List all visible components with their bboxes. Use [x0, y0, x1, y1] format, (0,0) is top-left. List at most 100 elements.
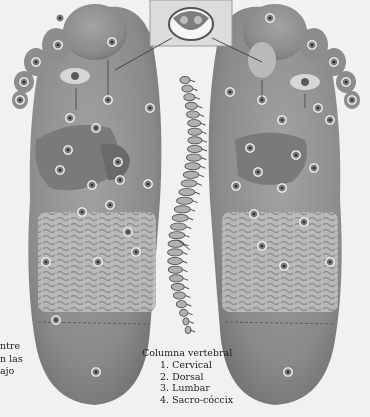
reflex-point-center — [295, 154, 298, 157]
reflex-point-center — [69, 117, 72, 120]
reflex-point-center — [67, 149, 70, 152]
reflex-point-center — [57, 44, 60, 47]
reflex-point-center — [97, 261, 100, 264]
vertebra-process — [195, 97, 200, 99]
reflex-point-center — [311, 44, 314, 47]
reflex-point-center — [95, 371, 98, 374]
cropped-line-1: ntre — [0, 341, 23, 354]
vertebra — [168, 249, 183, 256]
reflex-point-center — [303, 221, 306, 224]
spine-illustration — [168, 76, 208, 333]
vertebra-process — [183, 278, 188, 280]
vertebra-process — [201, 123, 206, 125]
cropped-line-3: ajo — [0, 366, 23, 379]
vertebra — [170, 275, 184, 282]
vertebra — [171, 283, 184, 290]
spine-legend-title: Columna vertebral — [142, 348, 232, 359]
cropped-line-2: n las — [0, 354, 23, 367]
reflex-point-center — [59, 17, 62, 20]
reflex-point-center — [81, 211, 84, 214]
reflex-point-center — [127, 231, 130, 234]
vertebra-process — [199, 175, 204, 177]
vertebra-process — [183, 252, 188, 254]
vertebra-process — [185, 235, 190, 237]
reflex-point-center — [91, 184, 94, 187]
reflex-point-center — [107, 99, 110, 102]
vertebra — [177, 197, 193, 204]
spine-legend-item: 1. Cervical — [160, 360, 233, 372]
vertebra-process — [190, 80, 195, 82]
vertebra — [185, 163, 200, 170]
reflex-point-center — [345, 81, 348, 84]
reflex-point-center — [19, 99, 22, 102]
vertebra-process — [185, 296, 190, 298]
vertebra — [187, 111, 200, 118]
reflex-point-center — [329, 119, 332, 122]
vertebra-process — [188, 313, 193, 315]
reflex-point-center — [109, 204, 112, 207]
cropped-side-caption: ntre n las ajo — [0, 341, 23, 379]
vertebra-process — [193, 89, 198, 91]
spine-legend-item: 4. Sacro-cóccix — [160, 395, 233, 407]
vertebra — [182, 85, 193, 92]
reflex-point-center — [257, 171, 260, 174]
vertebra-process — [190, 209, 195, 211]
vertebra — [180, 76, 190, 83]
vertebra-process — [197, 106, 202, 108]
spine-legend-item: 3. Lumbar — [160, 383, 233, 395]
vertebra — [188, 120, 201, 127]
reflex-point-center — [147, 183, 150, 186]
reflex-point-center — [35, 61, 38, 64]
vertebra-process — [200, 166, 205, 168]
reflex-point-center — [135, 251, 138, 254]
vertebra — [168, 257, 183, 264]
vertebra — [181, 180, 197, 187]
reflex-point-center — [23, 81, 26, 84]
right-intestine-zone — [222, 212, 338, 312]
reflex-point-center — [229, 91, 232, 94]
vertebra — [168, 266, 182, 273]
vertebra-process — [202, 149, 207, 151]
vertebra-process — [184, 287, 189, 289]
vertebra — [174, 206, 190, 213]
reflex-point-center — [269, 17, 272, 20]
vertebra-process — [183, 270, 188, 272]
vertebra — [187, 145, 202, 152]
left-pupil — [71, 72, 79, 80]
vertebra — [179, 189, 195, 196]
reflex-point-center — [253, 213, 256, 216]
vertebra — [171, 223, 187, 230]
reflex-point-center — [313, 167, 316, 170]
reflex-point-center — [55, 319, 58, 322]
reflex-point-center — [45, 261, 48, 264]
vertebra-process — [186, 227, 191, 229]
vertebra — [188, 128, 202, 135]
vertebra-process — [188, 218, 193, 220]
reflex-point-center — [333, 61, 336, 64]
vertebra — [180, 309, 188, 316]
reflex-point-center — [111, 41, 114, 44]
spine-legend-list: 1. Cervical 2. Dorsal 3. Lumbar 4. Sacro… — [160, 360, 233, 406]
vertebra-process — [199, 115, 204, 117]
vertebra-process — [186, 304, 191, 306]
reflex-point-center — [261, 245, 264, 248]
reflex-point-center — [329, 261, 332, 264]
reflex-point-center — [351, 99, 354, 102]
vertebra-process — [195, 192, 200, 194]
reflex-point-center — [249, 147, 252, 150]
vertebra — [188, 137, 202, 144]
spine-legend-item: 2. Dorsal — [160, 372, 233, 384]
right-head-zone — [248, 42, 276, 78]
vertebra-process — [202, 140, 207, 142]
vertebra-process — [193, 201, 198, 203]
vertebra-process — [182, 261, 187, 263]
reflex-point-center — [59, 169, 62, 172]
reflex-point-center — [317, 107, 320, 110]
vertebra — [183, 318, 189, 325]
vertebra — [186, 154, 201, 161]
reflex-point-center — [281, 119, 284, 122]
vertebra — [172, 214, 188, 221]
vertebra-process — [201, 158, 206, 160]
vertebra — [176, 301, 186, 308]
reflex-point-center — [95, 127, 98, 130]
